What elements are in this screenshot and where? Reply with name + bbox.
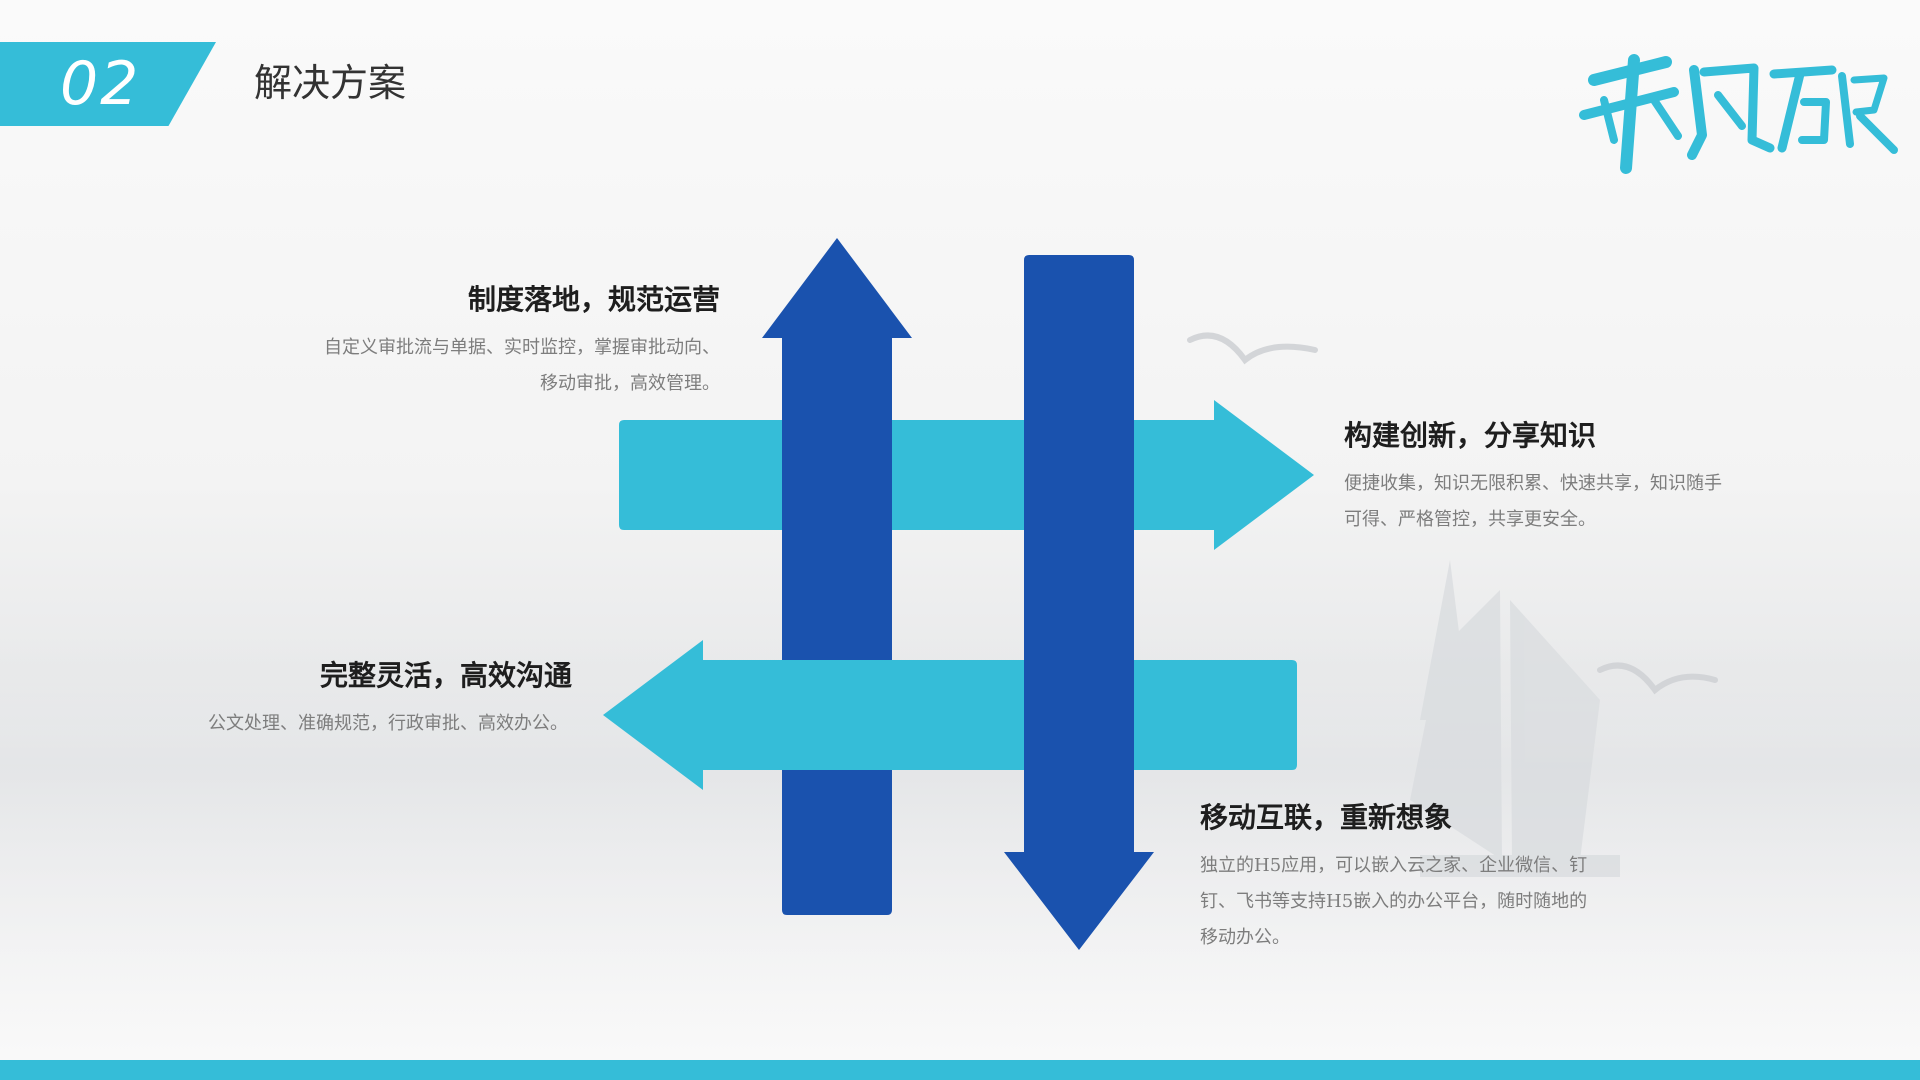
block-text-3-line-1: 公文处理、准确规范，行政审批、高效办公。 <box>208 713 568 734</box>
block-text-3: 公文处理、准确规范，行政审批、高效办公。 <box>120 706 568 742</box>
block-heading-3: 完整灵活，高效沟通 <box>319 659 572 692</box>
arrow-right <box>619 400 1314 550</box>
block-text-2: 便捷收集，知识无限积累、快速共享，知识随手 可得、严格管控，共享更安全。 <box>1344 466 1784 538</box>
block-text-2-line-2: 可得、严格管控，共享更安全。 <box>1344 509 1596 530</box>
bottom-accent-bar <box>0 1060 1920 1080</box>
arrow-left <box>603 640 1297 790</box>
block-text-4-line-1: 独立的H5应用，可以嵌入云之家、企业微信、钉 <box>1200 855 1588 876</box>
brand-calligraphy-logo <box>1579 54 1898 174</box>
block-heading-1: 制度落地，规范运营 <box>467 283 720 316</box>
arrow-down <box>1004 255 1154 950</box>
block-text-4-line-3: 移动办公。 <box>1200 927 1290 948</box>
section-number: 02 <box>60 49 141 119</box>
block-text-1: 自定义审批流与单据、实时监控，掌握审批动向、 移动审批，高效管理。 <box>200 330 720 402</box>
block-text-2-line-1: 便捷收集，知识无限积累、快速共享，知识随手 <box>1344 473 1722 494</box>
section-title: 解决方案 <box>254 61 407 105</box>
block-text-1-line-2: 移动审批，高效管理。 <box>540 373 720 394</box>
block-heading-2: 构建创新，分享知识 <box>1344 419 1597 452</box>
arrow-up <box>762 238 912 915</box>
block-text-4-line-2: 钉、飞书等支持H5嵌入的办公平台，随时随地的 <box>1200 891 1588 912</box>
block-heading-4: 移动互联，重新想象 <box>1200 801 1453 834</box>
block-text-1-line-1: 自定义审批流与单据、实时监控，掌握审批动向、 <box>324 337 720 358</box>
block-text-4: 独立的H5应用，可以嵌入云之家、企业微信、钉 钉、飞书等支持H5嵌入的办公平台，… <box>1200 848 1640 956</box>
